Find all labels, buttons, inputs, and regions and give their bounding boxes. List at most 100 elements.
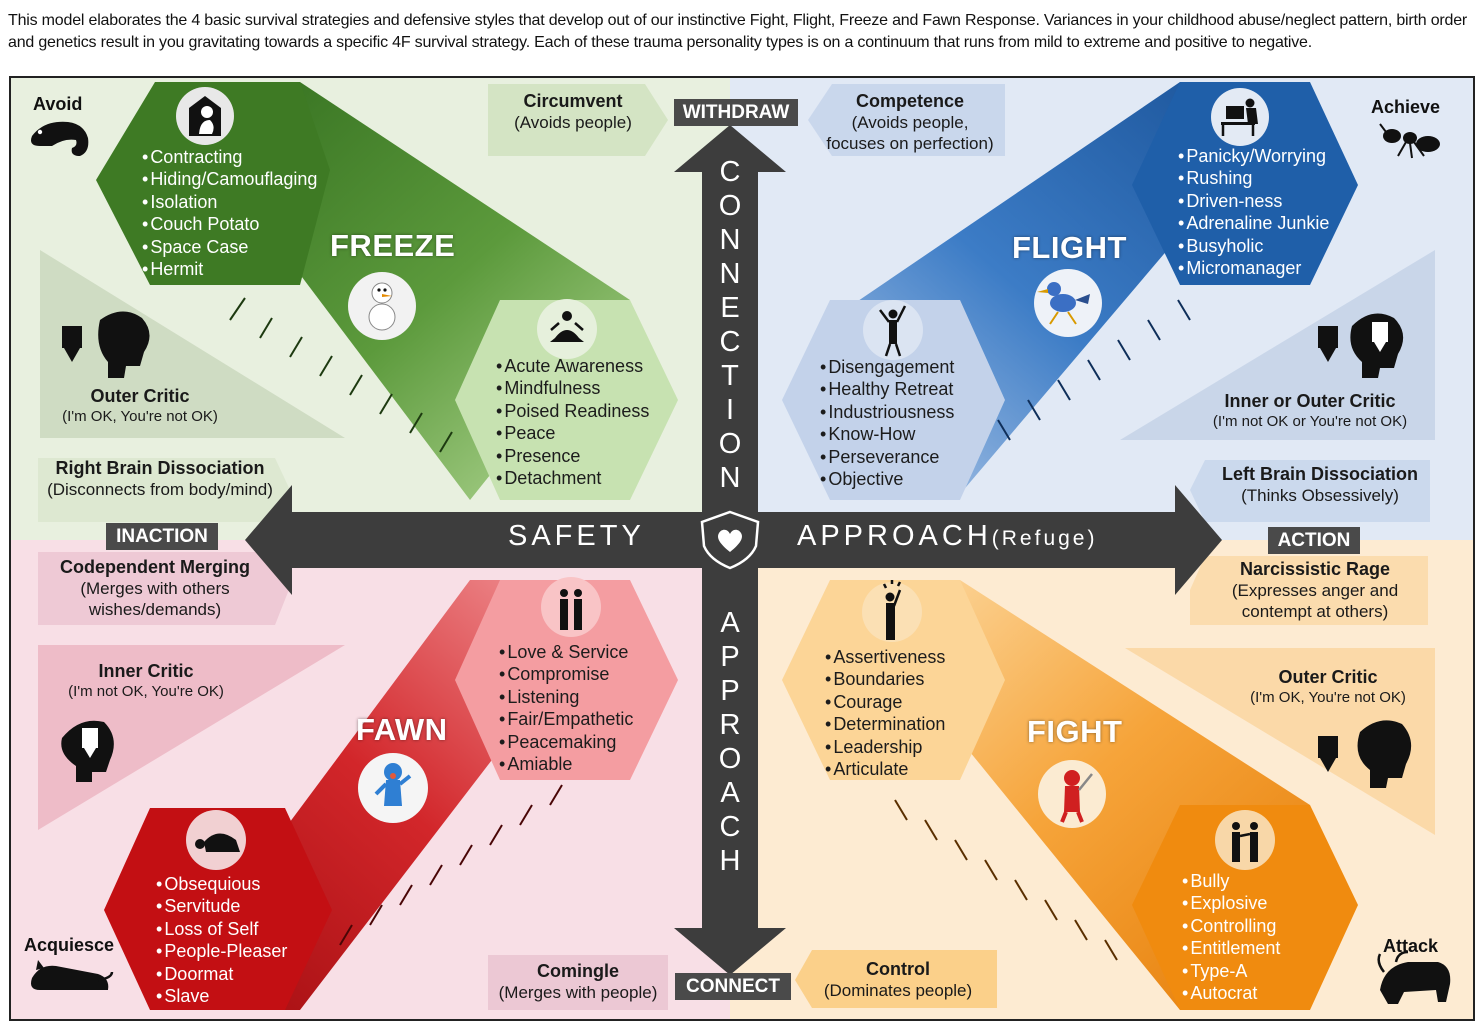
control-label: Control (Dominates people) <box>808 958 988 1001</box>
grover-icon <box>358 753 428 823</box>
left-brain-dissociation-label: Left Brain Dissociation (Thinks Obsessiv… <box>1200 463 1440 506</box>
outer-critic-right-sub: (I'm OK, You're not OK) <box>1228 688 1428 707</box>
letter: E <box>710 291 750 325</box>
desk-worker-icon <box>1211 88 1269 146</box>
comingle-title: Comingle <box>486 960 670 982</box>
flight-title: FLIGHT <box>1012 230 1127 266</box>
inner-or-outer-critic-sub: (I'm not OK or You're not OK) <box>1194 412 1426 431</box>
letter: N <box>710 257 750 291</box>
right-brain-dissociation-label: Right Brain Dissociation (Disconnects fr… <box>32 457 288 500</box>
corner-achieve: Achieve <box>1371 97 1440 118</box>
approach-label: APPROACH(Refuge) <box>797 520 1097 553</box>
codependent-merging-label: Codependent Merging (Merges with others … <box>40 556 270 620</box>
codependent-title: Codependent Merging <box>40 556 270 578</box>
circumvent-title: Circumvent <box>488 90 658 112</box>
list-item: Love & Service <box>499 641 633 663</box>
freeze-positive-list: Acute Awareness Mindfulness Poised Readi… <box>496 355 649 489</box>
list-item: Bully <box>1182 870 1280 892</box>
list-item: Fair/Empathetic <box>499 708 633 730</box>
list-item: Couch Potato <box>142 213 317 235</box>
list-item: Detachment <box>496 467 649 489</box>
action-badge: ACTION <box>1268 527 1360 554</box>
fawn-title: FAWN <box>356 712 448 748</box>
freeze-title: FREEZE <box>330 228 455 264</box>
list-item: Know-How <box>820 423 954 445</box>
list-item: Presence <box>496 445 649 467</box>
list-item: Leadership <box>825 736 945 758</box>
inner-critic-label: Inner Critic (I'm not OK, You're OK) <box>46 660 246 701</box>
bully-pointing-icon <box>1215 810 1275 870</box>
corner-avoid: Avoid <box>33 94 82 115</box>
list-item: Servitude <box>156 895 287 917</box>
list-item: Loss of Self <box>156 918 287 940</box>
outer-critic-label-freeze: Outer Critic (I'm OK, You're not OK) <box>40 385 240 426</box>
narcissistic-rage-label: Narcissistic Rage (Expresses anger and c… <box>1204 558 1426 622</box>
inaction-badge: INACTION <box>106 523 218 550</box>
connect-badge: CONNECT <box>675 973 791 1000</box>
list-item: Disengagement <box>820 356 954 378</box>
approach-word: APPROACH <box>797 520 992 552</box>
inner-or-outer-critic-title: Inner or Outer Critic <box>1194 390 1426 412</box>
snowman-icon <box>348 272 416 340</box>
control-sub: (Dominates people) <box>808 980 988 1001</box>
list-item: Adrenaline Junkie <box>1178 212 1329 234</box>
corner-acquiesce: Acquiesce <box>24 935 114 956</box>
left-brain-title: Left Brain Dissociation <box>1200 463 1440 485</box>
list-item: Panicky/Worrying <box>1178 145 1329 167</box>
letter: O <box>710 427 750 461</box>
letter: H <box>710 844 750 878</box>
list-item: Determination <box>825 713 945 735</box>
celebrating-person-icon <box>863 300 923 360</box>
list-item: Busyholic <box>1178 235 1329 257</box>
list-item: Industriousness <box>820 401 954 423</box>
competence-title: Competence <box>812 90 1008 112</box>
list-item: Peace <box>496 422 649 444</box>
list-item: Hermit <box>142 258 317 280</box>
power-ranger-icon <box>1038 760 1106 828</box>
outer-critic-title: Outer Critic <box>40 385 240 407</box>
list-item: Hiding/Camouflaging <box>142 168 317 190</box>
list-item: Perseverance <box>820 446 954 468</box>
intro-description: This model elaborates the 4 basic surviv… <box>0 0 1484 76</box>
list-item: Explosive <box>1182 892 1280 914</box>
roadrunner-icon <box>1034 269 1102 337</box>
competence-sub-1: (Avoids people, <box>812 112 1008 133</box>
list-item: Entitlement <box>1182 937 1280 959</box>
list-item: Controlling <box>1182 915 1280 937</box>
list-item: Courage <box>825 691 945 713</box>
narcissistic-sub-2: contempt at others) <box>1204 601 1426 622</box>
list-item: Boundaries <box>825 668 945 690</box>
competence-label: Competence (Avoids people, focuses on pe… <box>812 90 1008 154</box>
outer-critic-label-fight: Outer Critic (I'm OK, You're not OK) <box>1228 666 1428 707</box>
list-item: Micromanager <box>1178 257 1329 279</box>
list-item: Amiable <box>499 753 633 775</box>
flight-negative-list: Panicky/Worrying Rushing Driven-ness Adr… <box>1178 145 1329 279</box>
codependent-sub-1: (Merges with others <box>40 578 270 599</box>
comingle-label: Comingle (Merges with people) <box>486 960 670 1003</box>
list-item: Doormat <box>156 963 287 985</box>
list-item: Articulate <box>825 758 945 780</box>
control-title: Control <box>808 958 988 980</box>
list-item: Space Case <box>142 236 317 258</box>
letter: N <box>710 461 750 495</box>
letter: A <box>710 606 750 640</box>
list-item: Autocrat <box>1182 982 1280 1004</box>
list-item: Contracting <box>142 146 317 168</box>
safety-label: SAFETY <box>508 520 645 553</box>
letter: I <box>710 393 750 427</box>
fight-negative-list: Bully Explosive Controlling Entitlement … <box>1182 870 1280 1004</box>
right-brain-sub: (Disconnects from body/mind) <box>32 479 288 500</box>
circumvent-label: Circumvent (Avoids people) <box>488 90 658 133</box>
letter: O <box>710 189 750 223</box>
refuge-word: (Refuge) <box>992 527 1098 550</box>
list-item: Healthy Retreat <box>820 378 954 400</box>
list-item: Objective <box>820 468 954 490</box>
letter: A <box>710 776 750 810</box>
list-item: Compromise <box>499 663 633 685</box>
narcissistic-sub-1: (Expresses anger and <box>1204 580 1426 601</box>
flight-positive-list: Disengagement Healthy Retreat Industriou… <box>820 356 954 490</box>
fawn-positive-list: Love & Service Compromise Listening Fair… <box>499 641 633 775</box>
list-item: People-Pleaser <box>156 940 287 962</box>
list-item: Mindfulness <box>496 377 649 399</box>
